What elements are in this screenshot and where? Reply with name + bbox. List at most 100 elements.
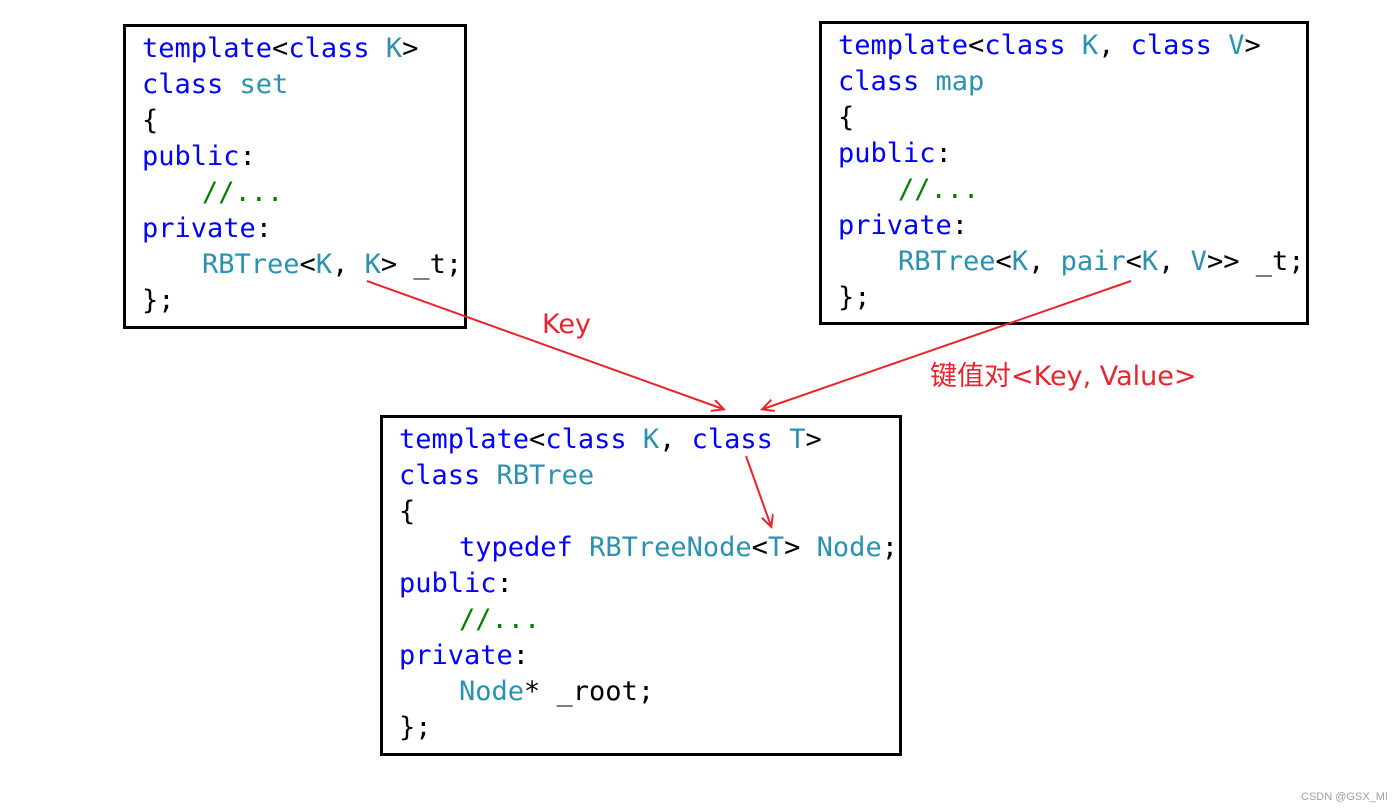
- code-token: T: [789, 424, 806, 455]
- code-token: RBTree: [496, 460, 595, 491]
- code-token: >: [1244, 30, 1261, 61]
- set-code-box: template<class K>class set{public://...p…: [123, 24, 467, 329]
- code-token: <: [751, 532, 768, 563]
- code-token: K: [1011, 246, 1029, 277]
- code-line: };: [838, 280, 1306, 316]
- code-line: template<class K>: [142, 31, 464, 67]
- code-token: <: [529, 424, 546, 455]
- code-token: :: [512, 640, 530, 671]
- code-token: //...: [898, 174, 980, 205]
- code-line: RBTree<K, K> _t;: [142, 247, 464, 283]
- code-token: //...: [202, 177, 284, 208]
- code-token: RBTreeNode: [589, 532, 752, 563]
- code-token: class: [142, 69, 224, 100]
- code-token: class: [1130, 30, 1212, 61]
- code-token: typedef: [459, 532, 573, 563]
- code-token: <: [1125, 246, 1142, 277]
- code-token: };: [142, 285, 175, 316]
- code-line: //...: [838, 172, 1306, 208]
- code-line: public:: [399, 566, 899, 602]
- code-token: V: [1228, 30, 1245, 61]
- code-line: template<class K, class T>: [399, 422, 899, 458]
- code-token: ,: [1158, 246, 1191, 277]
- arrow-set-to-rbtree: [366, 280, 723, 409]
- code-token: >: [402, 33, 419, 64]
- watermark: CSDN @GSX_MI: [1301, 791, 1388, 803]
- code-line: class RBTree: [399, 458, 899, 494]
- code-token: public: [838, 138, 936, 169]
- code-token: //...: [459, 604, 541, 635]
- code-token: T: [767, 532, 785, 563]
- code-token: private: [399, 640, 513, 671]
- code-token: <: [995, 246, 1012, 277]
- code-token: map: [935, 66, 985, 97]
- code-token: class: [691, 424, 773, 455]
- code-token: public: [399, 568, 497, 599]
- key-value-pair-label: 键值对<Key, Value>: [930, 361, 1197, 392]
- code-token: set: [239, 69, 289, 100]
- code-line: //...: [142, 175, 464, 211]
- code-token: class: [288, 33, 370, 64]
- code-line: public:: [838, 136, 1306, 172]
- code-token: public: [142, 141, 240, 172]
- code-token: ,: [1098, 30, 1131, 61]
- code-token: V: [1190, 246, 1207, 277]
- code-line: private:: [399, 638, 899, 674]
- code-token: <: [272, 33, 289, 64]
- map-code-box: template<class K, class V>class map{publ…: [819, 21, 1309, 325]
- code-line: private:: [142, 211, 464, 247]
- code-token: class: [399, 460, 481, 491]
- code-token: RBTree: [898, 246, 996, 277]
- code-token: RBTree: [202, 249, 300, 280]
- code-line: //...: [399, 602, 899, 638]
- rbtree-code-box: template<class K, class T>class RBTree{t…: [380, 415, 902, 756]
- code-token: K: [1141, 246, 1159, 277]
- code-token: {: [838, 102, 855, 133]
- code-token: pair: [1060, 246, 1126, 277]
- code-token: class: [545, 424, 627, 455]
- code-token: K: [364, 249, 381, 280]
- code-line: class set: [142, 67, 464, 103]
- code-token: K: [385, 33, 403, 64]
- code-token: >: [784, 532, 817, 563]
- code-token: K: [1081, 30, 1099, 61]
- code-token: :: [496, 568, 513, 599]
- code-token: template: [399, 424, 530, 455]
- code-token: :: [951, 210, 969, 241]
- code-line: template<class K, class V>: [838, 28, 1306, 64]
- code-line: Node* _root;: [399, 674, 899, 710]
- arrow-map-to-rbtree: [763, 280, 1132, 409]
- code-token: > _t;: [380, 249, 463, 280]
- code-token: Node: [459, 676, 525, 707]
- code-line: RBTree<K, pair<K, V>> _t;: [838, 244, 1306, 280]
- code-token: <: [968, 30, 985, 61]
- code-line: private:: [838, 208, 1306, 244]
- code-token: K: [642, 424, 660, 455]
- code-token: template: [838, 30, 969, 61]
- code-token: K: [315, 249, 333, 280]
- code-line: {: [142, 103, 464, 139]
- code-token: ;: [881, 532, 898, 563]
- code-token: class: [984, 30, 1066, 61]
- code-line: {: [838, 100, 1306, 136]
- code-line: class map: [838, 64, 1306, 100]
- code-token: class: [838, 66, 920, 97]
- code-line: {: [399, 494, 899, 530]
- code-token: :: [255, 213, 273, 244]
- code-token: };: [399, 712, 432, 743]
- code-token: {: [399, 496, 416, 527]
- code-token: ,: [332, 249, 365, 280]
- code-token: Node: [816, 532, 882, 563]
- code-line: public:: [142, 139, 464, 175]
- arrow-t-to-node: [745, 455, 771, 526]
- code-token: private: [838, 210, 952, 241]
- code-token: >> _t;: [1206, 246, 1305, 277]
- key-label: Key: [542, 309, 591, 340]
- code-token: ,: [659, 424, 692, 455]
- code-token: template: [142, 33, 273, 64]
- code-line: typedef RBTreeNode<T> Node;: [399, 530, 899, 566]
- code-token: <: [299, 249, 316, 280]
- code-token: private: [142, 213, 256, 244]
- code-line: };: [399, 710, 899, 746]
